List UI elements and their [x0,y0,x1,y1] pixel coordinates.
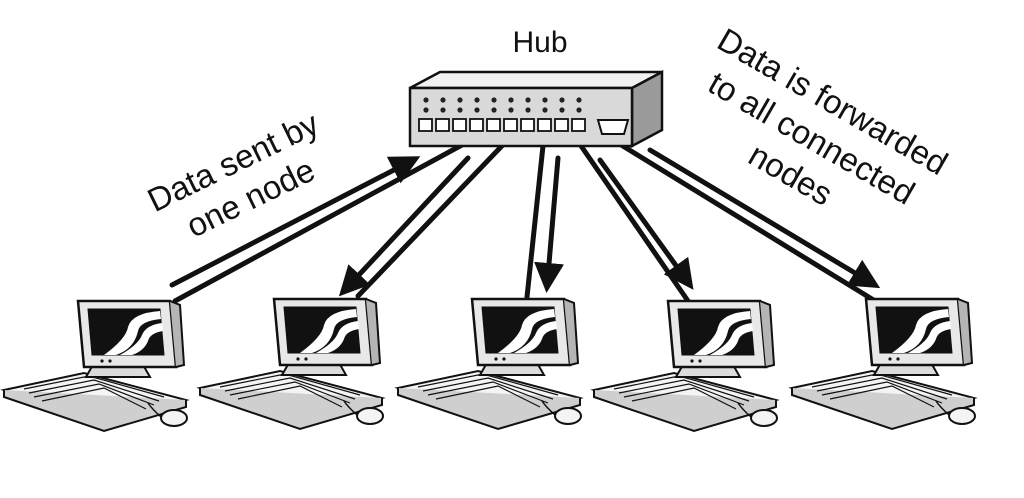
cable-node-5 [589,124,883,307]
data-arrows [169,147,881,297]
arrow-to-node-5 [647,147,881,289]
hub-led-row-2 [423,107,582,113]
hub-label: Hub [512,26,567,59]
hub-led-row-1 [423,97,582,103]
hub-uplink-port [596,119,630,135]
arrow-sent-to-hub [169,156,421,288]
computer-node-5 [790,297,977,431]
cable-node-1 [172,124,498,304]
arrow-to-node-4 [597,157,694,290]
computer-node-1 [2,299,189,433]
computer-node-3 [396,297,583,431]
arrow-to-node-3 [534,155,564,293]
arrow-to-node-2 [338,155,471,297]
cable-node-4 [565,124,691,304]
computer-node-2 [198,297,385,431]
cable-node-3 [524,124,548,300]
hub-ports [418,118,586,132]
annotation-sent: Data sent by one node [142,104,325,244]
hub-device [408,69,664,149]
computer-node-4 [592,299,779,433]
cable-node-2 [355,124,523,299]
annotation-forwarded: Data is forwarded to all connected nodes [702,21,954,213]
